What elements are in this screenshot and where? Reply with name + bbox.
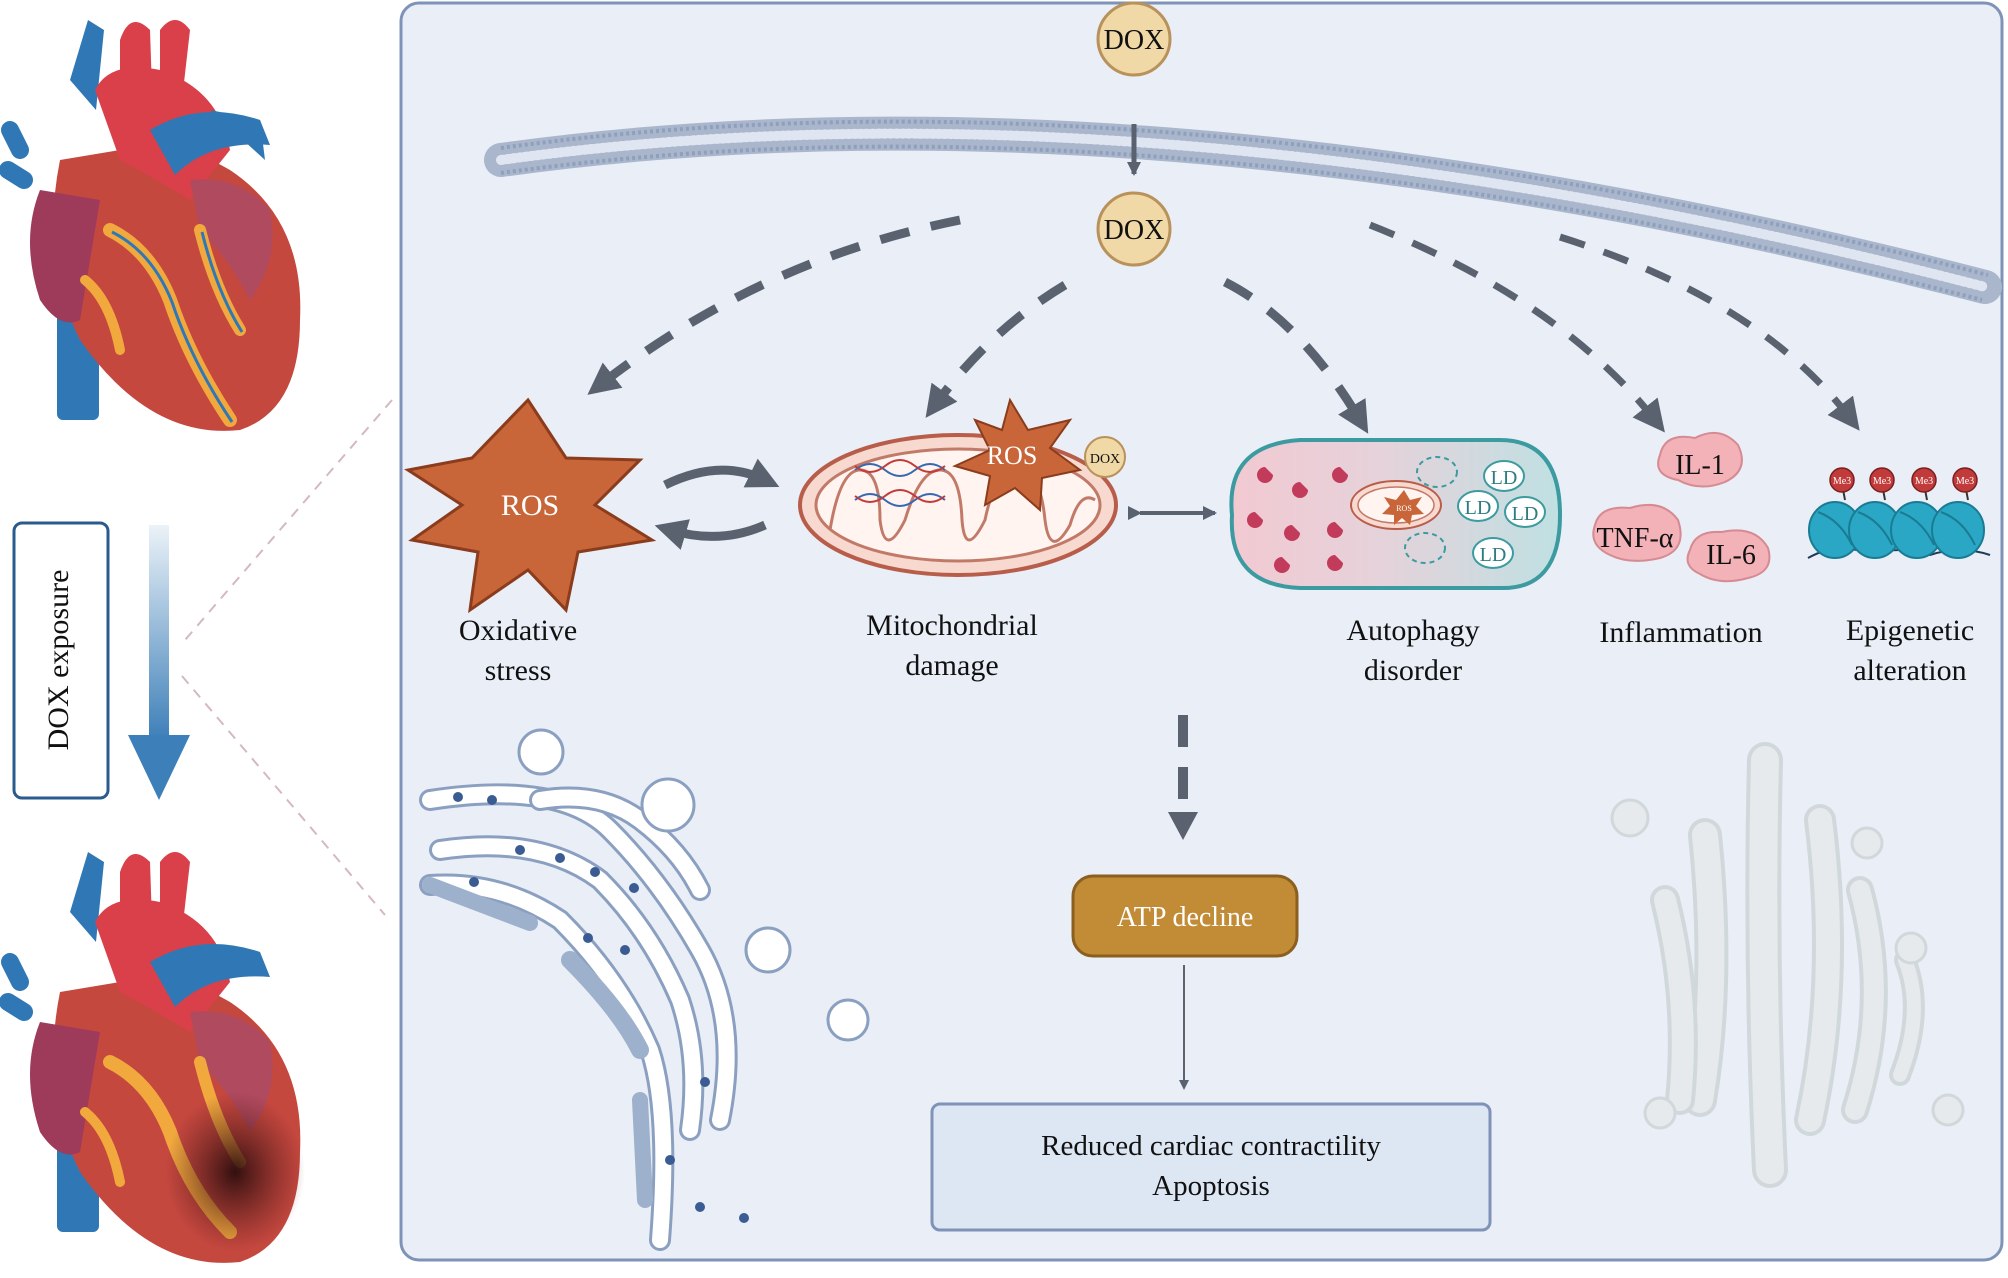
atp-decline-label: ATP decline <box>1117 902 1254 933</box>
svg-text:Me3: Me3 <box>1873 476 1891 487</box>
svg-text:Me3: Me3 <box>1915 476 1933 487</box>
autolysosome-icon: ROS LD LD LD LD <box>1229 438 1563 591</box>
arrow-to-mitochondrial <box>925 281 1068 418</box>
mitochondrial-label-1: Mitochondrial <box>866 609 1038 642</box>
exposure-label: DOX exposure <box>42 570 75 751</box>
golgi-left-icon <box>419 728 870 1251</box>
atp-decline-box: ATP decline <box>1071 874 1299 958</box>
cell-panel <box>399 1 2004 1262</box>
zoom-line-top <box>184 399 393 641</box>
outcome-line-2: Apoptosis <box>1152 1170 1270 1202</box>
svg-text:LD: LD <box>1512 503 1539 525</box>
cell-membrane-inner <box>496 128 1990 292</box>
oxidative-label-2: stress <box>485 654 552 687</box>
healthy-heart-icon <box>0 20 301 431</box>
inflammation-label: Inflammation <box>1599 616 1762 649</box>
arrow-to-oxidative <box>587 215 961 395</box>
svg-text:IL-6: IL-6 <box>1706 540 1756 571</box>
svg-text:DOX: DOX <box>1090 452 1120 467</box>
svg-text:LD: LD <box>1480 544 1507 566</box>
autophagy-label-2: disorder <box>1364 654 1462 687</box>
zoom-line-bottom <box>181 675 386 916</box>
exposure-label-box <box>12 521 110 800</box>
dox-outside: DOX <box>1096 1 1172 77</box>
dox-inside: DOX <box>1096 191 1172 267</box>
arrow-to-autophagy <box>1222 277 1369 434</box>
svg-text:DOX: DOX <box>1104 25 1165 56</box>
autophagy-label-1: Autophagy <box>1346 614 1479 647</box>
arrow-ros-to-mito <box>663 458 780 490</box>
outcome-line-1: Reduced cardiac contractility <box>1041 1130 1381 1162</box>
mitochondrion-icon: ROS DOX <box>798 397 1126 577</box>
svg-text:Me3: Me3 <box>1833 476 1851 487</box>
damaged-heart-icon <box>0 852 305 1263</box>
nucleosomes-icon: Me3 Me3 Me3 Me3 <box>1807 467 1991 559</box>
svg-text:ROS: ROS <box>987 441 1038 470</box>
exposure-arrow-head <box>128 735 190 800</box>
outcome-box: Reduced cardiac contractility Apoptosis <box>930 1102 1492 1232</box>
svg-text:ROS: ROS <box>501 489 559 522</box>
svg-text:LD: LD <box>1491 467 1518 489</box>
golgi-right-icon <box>1610 742 1965 1188</box>
arrow-to-atp-head <box>1168 812 1198 840</box>
cytokines-icon: IL-1 TNF-α IL-6 <box>1592 431 1771 583</box>
arrow-to-epigenetic <box>1558 233 1860 431</box>
exposure-arrow-shaft <box>149 525 169 740</box>
svg-text:DOX: DOX <box>1104 215 1165 246</box>
oxidative-label-1: Oxidative <box>459 614 577 647</box>
svg-text:TNF-α: TNF-α <box>1597 523 1674 554</box>
svg-text:Me3: Me3 <box>1956 476 1974 487</box>
epigenetic-label-1: Epigenetic <box>1846 614 1974 647</box>
arrow-to-inflammation <box>1368 221 1665 433</box>
mitochondrial-label-2: damage <box>905 649 998 682</box>
svg-text:IL-1: IL-1 <box>1675 450 1725 481</box>
epigenetic-label-2: alteration <box>1853 654 1966 687</box>
arrow-mito-to-ros <box>654 519 767 550</box>
svg-text:LD: LD <box>1465 497 1492 519</box>
ros-star-icon: ROS <box>404 397 657 614</box>
svg-text:ROS: ROS <box>1396 504 1412 513</box>
